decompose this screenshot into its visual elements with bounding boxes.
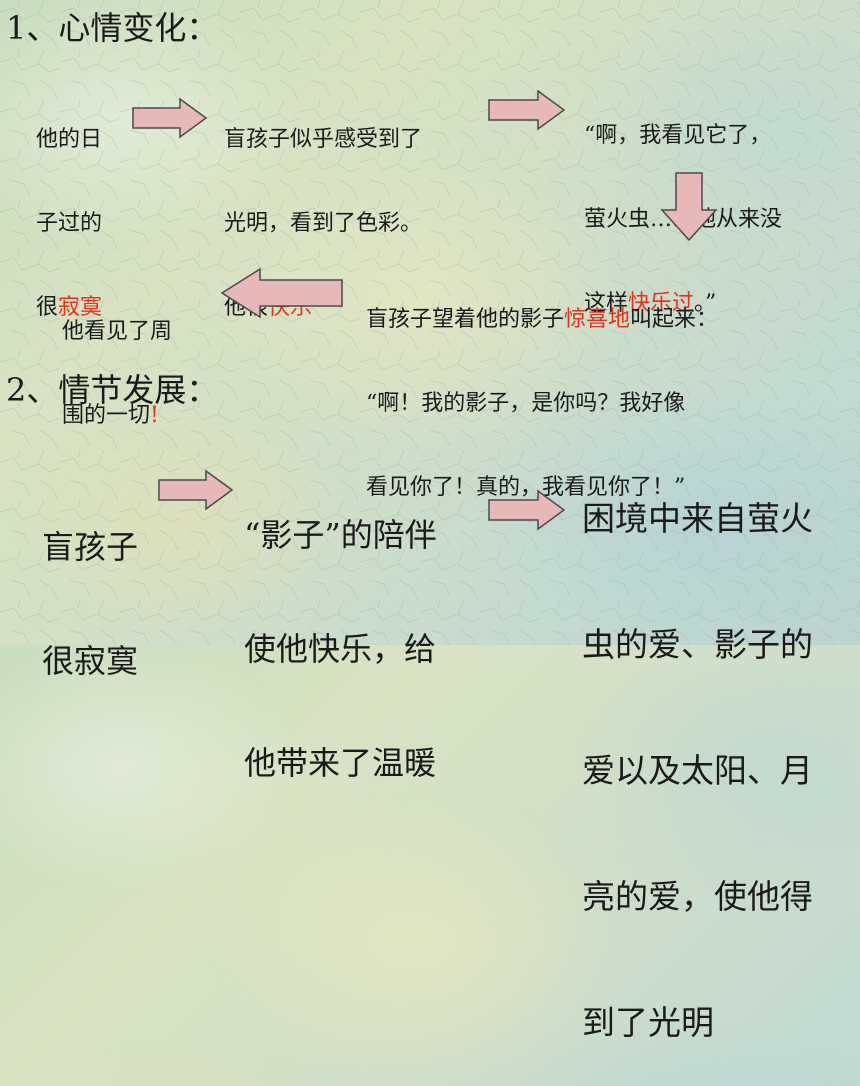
plot-box-2-line3: 他带来了温暖: [244, 744, 437, 782]
plot-box-3-line2: 虫的爱、影子的: [582, 625, 813, 664]
mood-box-3-line3-end: 。”: [694, 291, 717, 316]
mood-box-3-line3-text: 这样: [584, 291, 629, 316]
right-arrow-icon: [488, 89, 566, 131]
plot-box-3-line4: 亮的爱，使他得: [582, 877, 813, 916]
mood-box-1-line3: 很寂寞: [36, 294, 102, 322]
mood-box-4: 盲孩子望着他的影子惊喜地叫起来： “啊！我的影子，是你吗？我好像 看见你了！真的…: [366, 250, 718, 530]
plot-box-2-line2: 使他快乐，给: [244, 630, 437, 668]
mood-keyword-surprised: 惊喜地: [564, 307, 631, 332]
right-arrow-icon: [132, 97, 208, 139]
exclamation-mark: !: [150, 403, 159, 428]
mood-box-4-line2: “啊！我的影子，是你吗？我好像: [366, 391, 686, 416]
mood-box-3-line1: “啊，我看见它了，: [584, 123, 772, 148]
plot-box-1-line1: 盲孩子: [42, 528, 139, 566]
mood-box-4-line3: 看见你了！真的，我看见你了！”: [366, 475, 686, 500]
plot-box-1: 盲孩子 很寂寞: [42, 452, 138, 718]
mood-keyword-lonely: 寂寞: [58, 295, 103, 320]
plot-box-3-line3: 爱以及太阳、月: [582, 751, 813, 790]
plot-box-3: 困境中来自萤火 虫的爱、影子的 爱以及太阳、月 亮的爱，使他得 到了光明: [582, 414, 813, 1086]
plot-box-2-line1: “影子”的陪伴: [244, 516, 437, 554]
mood-box-1-line3-text: 很: [36, 295, 59, 320]
mood-keyword-never-so-happy: 快乐过: [628, 291, 695, 316]
mood-box-5-line2: 围的一切!: [62, 402, 172, 430]
plot-box-3-line1: 困境中来自萤火: [582, 499, 813, 538]
mood-box-3-line3: 这样快乐过。”: [584, 290, 782, 318]
mood-box-1-line1: 他的日: [36, 127, 103, 152]
plot-box-1-line2: 很寂寞: [42, 642, 139, 680]
down-arrow-icon: [660, 172, 718, 242]
mood-box-4-line1-end: 叫起来：: [630, 307, 719, 332]
mood-box-5: 他看见了周 围的一切!: [62, 262, 172, 458]
section2-heading: 2、情节发展：: [6, 371, 219, 409]
mood-box-5-line2-text: 围的一切: [62, 403, 151, 428]
mood-box-4-line1-text: 盲孩子望着他的影子: [366, 307, 565, 332]
mood-box-1: 他的日 子过的 很寂寞: [36, 70, 102, 350]
mood-box-1-line2: 子过的: [36, 211, 103, 236]
plot-box-3-line5: 到了光明: [582, 1003, 714, 1042]
right-arrow-icon: [158, 469, 234, 511]
mood-box-5-line1: 他看见了周: [62, 319, 173, 344]
section1-heading: 1、心情变化：: [6, 9, 219, 47]
mood-box-4-line1: 盲孩子望着他的影子惊喜地叫起来：: [366, 306, 718, 334]
left-arrow-icon: [220, 267, 343, 319]
plot-box-2: “影子”的陪伴 使他快乐，给 他带来了温暖: [244, 440, 437, 820]
right-arrow-icon: [488, 489, 566, 531]
mood-box-2-line2: 光明，看到了色彩。: [224, 211, 423, 236]
mood-box-2-line1: 盲孩子似乎感受到了: [224, 127, 423, 152]
